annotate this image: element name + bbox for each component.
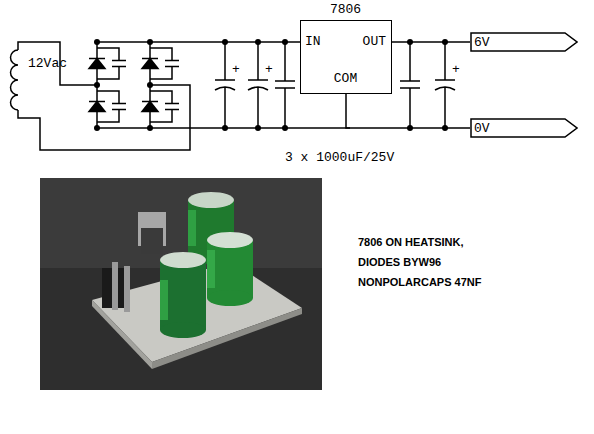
capacitor-note: 3 x 1000uF/25V bbox=[285, 150, 394, 165]
board-photo bbox=[40, 178, 322, 390]
photo-note: NONPOLARCAPS 47NF bbox=[358, 276, 481, 289]
diode-symbol bbox=[89, 102, 105, 112]
source-label: 12Vac bbox=[28, 56, 67, 71]
bridge-wire bbox=[97, 42, 150, 128]
junction-dots bbox=[94, 39, 448, 131]
pin-name: OUT bbox=[363, 34, 386, 49]
electrolytic-capacitor bbox=[215, 42, 235, 128]
diode-symbol bbox=[142, 59, 158, 69]
ac-wire bbox=[18, 42, 97, 85]
electrolytic-capacitor bbox=[435, 42, 455, 128]
polarity-mark: + bbox=[452, 62, 460, 77]
photo-note: 7806 ON HEATSINK, bbox=[358, 236, 464, 249]
diode-bar bbox=[89, 58, 105, 60]
regulator-box: 7806INOUTCOM bbox=[300, 20, 392, 94]
terminal-label: 6V bbox=[474, 35, 490, 50]
polarity-mark: + bbox=[265, 62, 273, 77]
ac-wire bbox=[18, 85, 190, 150]
nonpolar-capacitor bbox=[97, 48, 126, 79]
transformer-coil bbox=[11, 50, 18, 110]
positive-rail bbox=[97, 41, 300, 43]
wire bbox=[346, 94, 470, 128]
pin-name: COM bbox=[334, 71, 357, 86]
wire bbox=[392, 41, 470, 43]
bridge-rectifier bbox=[89, 48, 179, 122]
output-terminal: 0V bbox=[470, 118, 578, 138]
diode-symbol bbox=[89, 59, 105, 69]
nonpolar-capacitor bbox=[97, 91, 126, 122]
nonpolar-capacitor bbox=[150, 91, 179, 122]
part-number: 7806 bbox=[330, 2, 361, 17]
electrolytic-capacitor bbox=[248, 42, 268, 128]
photo-note: DIODES BYW96 bbox=[358, 256, 441, 269]
output-terminal: 6V bbox=[470, 32, 578, 52]
diode-bar bbox=[142, 58, 158, 60]
terminal-label: 0V bbox=[474, 121, 490, 136]
polarity-mark: + bbox=[232, 62, 240, 77]
nonpolar-capacitor bbox=[150, 48, 179, 79]
diode-bar bbox=[89, 101, 105, 103]
ceramic-capacitor bbox=[275, 42, 295, 128]
pin-name: IN bbox=[305, 34, 321, 49]
diode-bar bbox=[142, 101, 158, 103]
diode-symbol bbox=[142, 102, 158, 112]
ceramic-capacitor bbox=[400, 42, 420, 128]
